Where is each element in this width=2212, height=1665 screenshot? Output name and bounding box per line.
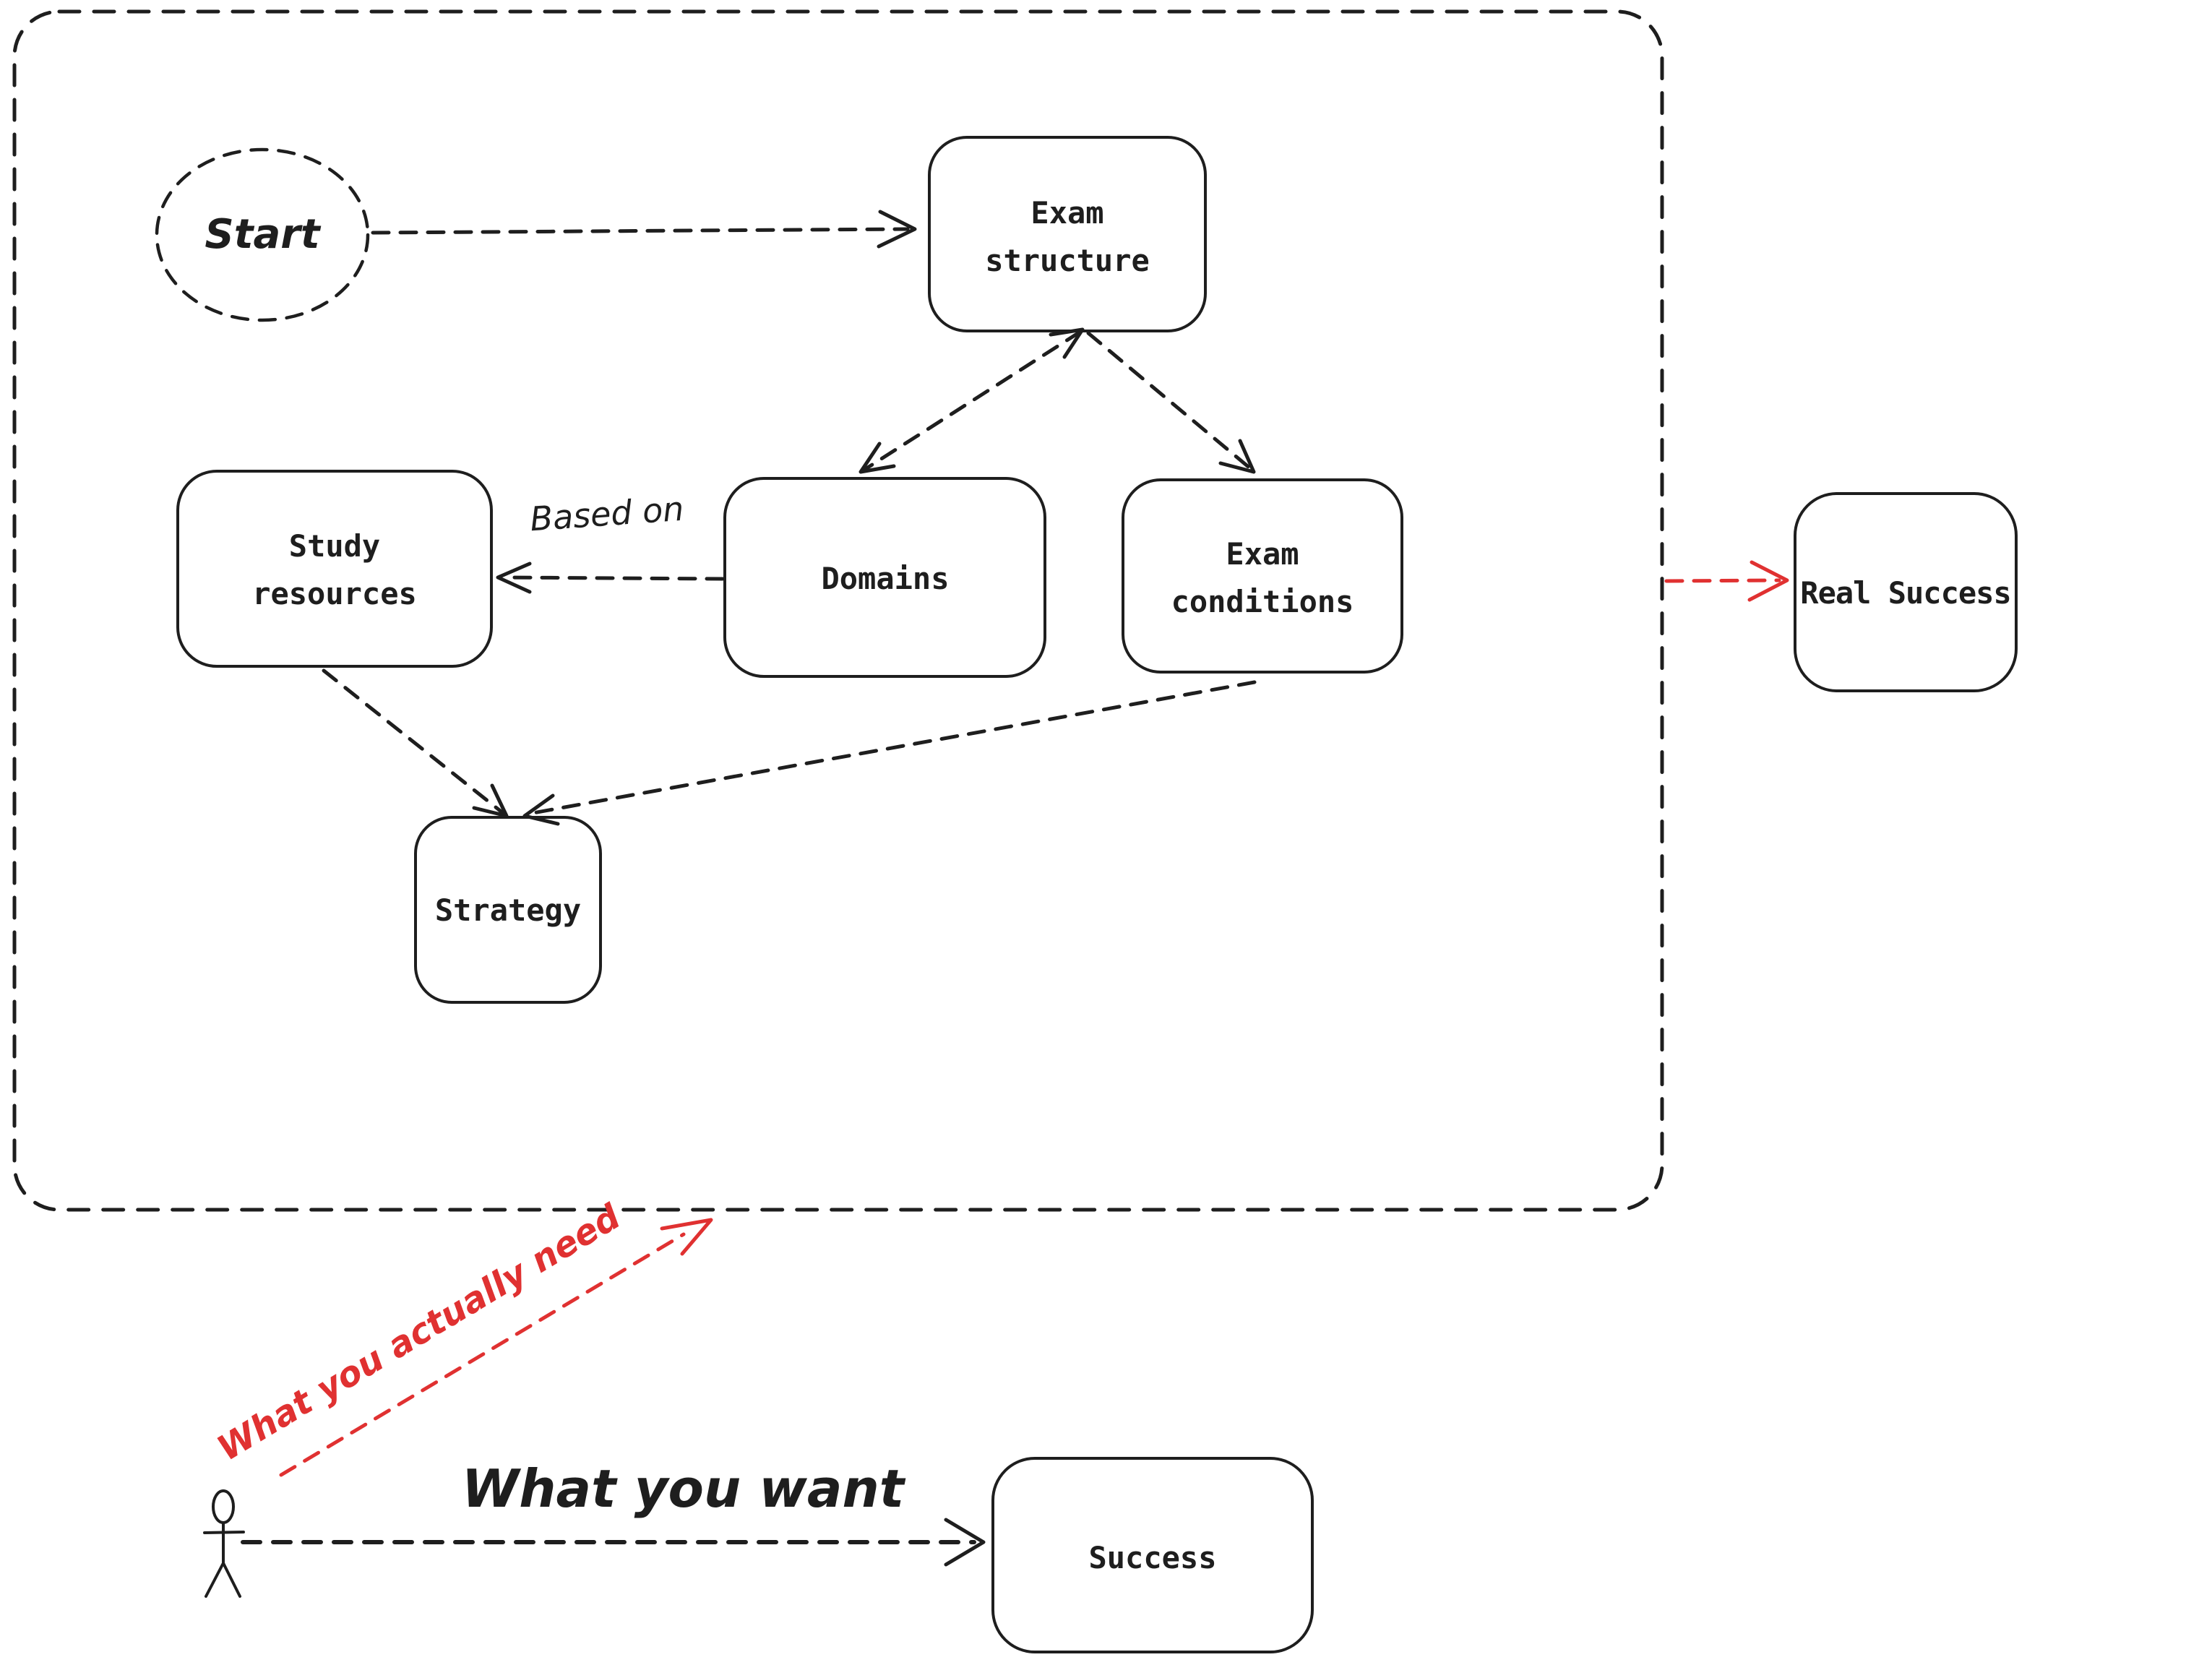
arrow-start-to-exam-structure [371, 210, 917, 249]
arrow-shaft [862, 330, 1083, 472]
arrowhead-right-icon [1747, 560, 1789, 602]
arrowhead-down-right-icon [1218, 439, 1256, 474]
start-ellipse [155, 147, 370, 322]
exam-conditions-box [1122, 478, 1403, 674]
arrow-shaft [1664, 578, 1781, 583]
arrow-actor-to-boundary: What you actually need [210, 1196, 713, 1477]
arrowhead-down-left-icon [858, 442, 896, 474]
node-success: Success [991, 1457, 1314, 1653]
node-strategy: Strategy [414, 816, 602, 1004]
actor-head-icon [212, 1489, 235, 1524]
success-box [991, 1457, 1314, 1653]
arrowhead-right-icon [944, 1518, 986, 1567]
based-on-label: Based on [529, 489, 685, 539]
what-you-want-label: What you want [462, 1458, 906, 1519]
strategy-box [414, 816, 602, 1004]
domains-box [723, 477, 1046, 678]
arrow-actor-to-success: What you want [241, 1458, 986, 1567]
real-success-label: Real Success [1800, 575, 2010, 611]
arrow-exam-structure-to-domains [858, 327, 1085, 474]
arrow-exam-structure-to-exam-conditions [1086, 331, 1256, 474]
arrow-shaft [1086, 331, 1252, 470]
arrow-study-resources-to-strategy [322, 668, 509, 818]
study-resources-box [176, 470, 493, 668]
arrowhead-up-icon [1049, 327, 1085, 359]
strategy-label: Strategy [435, 892, 581, 928]
success-label: Success [1088, 1540, 1216, 1575]
exam-structure-box [928, 136, 1207, 332]
actor-legs-icon [205, 1562, 241, 1598]
arrowhead-left-icon [496, 562, 532, 594]
actor-arms-icon [203, 1531, 245, 1534]
real-success-box [1794, 492, 2018, 692]
arrow-shaft [504, 575, 725, 581]
what-you-actually-need-label: What you actually need [210, 1196, 627, 1469]
node-real-success: Real Success [1794, 492, 2018, 692]
start-label: Start [205, 211, 322, 258]
node-start: Start [155, 147, 370, 322]
arrow-domains-to-study-resources: Based on [496, 489, 725, 594]
arrowhead-right-icon [877, 210, 917, 249]
actor-stick-figure [203, 1489, 245, 1598]
arrow-exam-conditions-to-strategy [522, 680, 1257, 826]
arrow-shaft [371, 227, 910, 235]
arrow-shaft [527, 680, 1257, 816]
domains-label: Domains [821, 561, 949, 596]
arrow-shaft [279, 1232, 686, 1477]
arrowhead-up-right-icon [660, 1218, 713, 1256]
arrow-boundary-to-real-success [1664, 560, 1789, 602]
arrow-shaft [322, 668, 505, 815]
scope-boundary-box [12, 9, 1664, 1212]
node-domains: Domains [723, 477, 1046, 678]
